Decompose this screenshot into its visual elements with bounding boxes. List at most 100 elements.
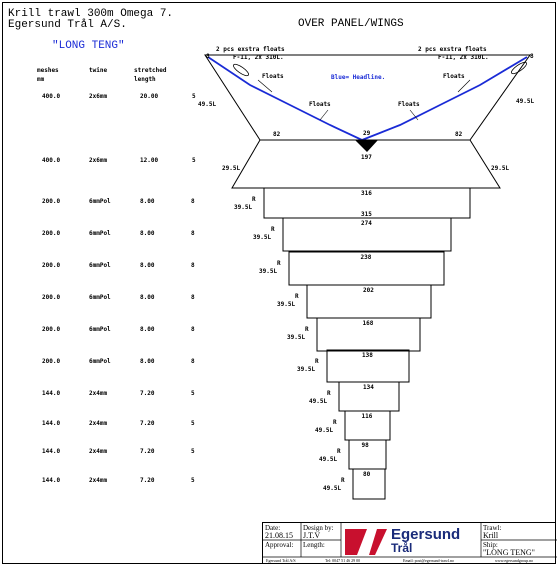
- section-top-count: 98: [361, 442, 369, 449]
- wing-right-count: 82: [455, 131, 463, 138]
- row-meshes: 200.0: [42, 358, 61, 365]
- section-r-label: R: [252, 196, 256, 203]
- tb-ship-value: "LONG TENG": [483, 548, 535, 557]
- row-twine: 2x4mm: [89, 420, 108, 427]
- wing-side-right: 49.5L: [516, 98, 535, 105]
- tb-approval-label: Approval:: [265, 541, 294, 549]
- row-count: 8: [191, 294, 195, 301]
- col-header-stretched: stretched: [134, 67, 167, 74]
- tb-ship-label: Ship:: [483, 541, 498, 549]
- row-length: 8.00: [140, 326, 155, 333]
- section-r-label: R: [277, 260, 281, 267]
- col-header-mm: mm: [37, 76, 45, 83]
- drawing-title-line2: Egersund Trål A/S.: [8, 19, 127, 31]
- row-meshes: 400.0: [42, 157, 61, 164]
- section-side-label: 49.5L: [315, 427, 334, 434]
- floats-label-2: Floats: [309, 101, 331, 108]
- row-meshes: 200.0: [42, 230, 61, 237]
- tb-footer-company: Egersund Trål A/S: [266, 558, 296, 563]
- lower-side-right: 29.5L: [491, 165, 510, 172]
- row-count: 5: [191, 420, 195, 427]
- section-r-label: R: [333, 419, 337, 426]
- section-top-count: 168: [362, 320, 374, 327]
- section-top-count: 80: [363, 471, 371, 478]
- row-twine: 6mmPol: [89, 262, 111, 269]
- section-top-count: 138: [362, 352, 373, 359]
- col-header-twine: twine: [89, 67, 108, 74]
- tb-footer-tel: Tel: 0047 51 46 29 00: [325, 558, 361, 563]
- section-side-label: 39.5L: [297, 366, 316, 373]
- lower-n-left: 5: [192, 157, 196, 164]
- drawing-title-line1: Krill trawl 300m Omega 7.: [8, 8, 174, 20]
- row-length: 8.00: [140, 230, 155, 237]
- row-length: 7.20: [140, 390, 155, 397]
- section-top-count: 202: [363, 287, 374, 294]
- lower-side-left: 29.5L: [222, 165, 241, 172]
- section-side-label: 49.5L: [319, 456, 338, 463]
- float-note-left-1: 2 pcs exstra floats: [216, 46, 285, 53]
- row-meshes: 200.0: [42, 198, 61, 205]
- row-count: 8: [191, 326, 195, 333]
- panel-title: OVER PANEL/WINGS: [298, 18, 404, 30]
- col-header-length: length: [134, 76, 156, 83]
- section-r-label: R: [315, 358, 319, 365]
- section-top-count: 274: [361, 220, 372, 227]
- section-top-count: 238: [360, 254, 372, 261]
- section-top-count: 316: [361, 190, 372, 197]
- section-bottom-count: 315: [361, 211, 372, 218]
- row-count: 8: [191, 198, 195, 205]
- tb-design-label: Design by:: [303, 524, 334, 532]
- float-note-right-2: F-11, 2x 310L.: [438, 54, 489, 61]
- row-length: 7.20: [140, 420, 155, 427]
- row-twine: 6mmPol: [89, 358, 111, 365]
- floats-label-4: Floats: [443, 73, 465, 80]
- section-r-label: R: [341, 477, 345, 484]
- row-length: 8.00: [140, 294, 155, 301]
- row-length: 12.00: [140, 157, 159, 164]
- row-length: 20.00: [140, 93, 159, 100]
- tb-footer-email: Email: post@egersund-trawl.no: [403, 558, 455, 563]
- wing-center-count: 29: [363, 130, 371, 137]
- wing-bottom-count: 197: [361, 154, 372, 161]
- row-count: 5: [191, 448, 195, 455]
- tb-trawl-value: Krill: [483, 531, 499, 540]
- tb-date-value: 21.08.15: [265, 531, 293, 540]
- section-top-count: 134: [363, 384, 374, 391]
- section-side-label: 39.5L: [259, 268, 278, 275]
- section-side-label: 39.5L: [253, 234, 272, 241]
- wing-top-left: 8: [206, 53, 210, 60]
- row-count: 5: [191, 390, 195, 397]
- section-r-label: R: [305, 326, 309, 333]
- tb-footer-web: www.egersundgroup.no: [495, 558, 534, 563]
- section-r-label: R: [271, 226, 275, 233]
- section-r-label: R: [337, 448, 341, 455]
- headline-note: Blue= Headline.: [331, 74, 386, 81]
- section-side-label: 49.5L: [309, 398, 328, 405]
- wing-side-left: 49.5L: [198, 101, 217, 108]
- section-top-count: 116: [361, 413, 373, 420]
- wing-top-right: 8: [530, 53, 534, 60]
- row-meshes: 144.0: [42, 477, 61, 484]
- wing-n-left: 5: [192, 93, 196, 100]
- row-twine: 2x6mm: [89, 157, 108, 164]
- wing-left-count: 82: [273, 131, 281, 138]
- float-note-left-2: F-11, 2x 310L.: [233, 54, 284, 61]
- row-twine: 2x4mm: [89, 390, 108, 397]
- title-block: Date: 21.08.15 Design by: J.T.V Approval…: [262, 522, 557, 564]
- col-header-meshes: meshes: [37, 67, 59, 74]
- ship-name: "LONG TENG": [52, 40, 125, 52]
- row-length: 7.20: [140, 477, 155, 484]
- row-meshes: 144.0: [42, 448, 61, 455]
- row-length: 8.00: [140, 262, 155, 269]
- tb-design-value: J.T.V: [303, 531, 321, 540]
- section-side-label: 39.5L: [287, 334, 306, 341]
- row-twine: 2x6mm: [89, 93, 108, 100]
- row-meshes: 144.0: [42, 420, 61, 427]
- floats-label-3: Floats: [398, 101, 420, 108]
- tb-trawl-label: Trawl:: [483, 524, 502, 532]
- row-twine: 6mmPol: [89, 326, 111, 333]
- tb-logo-line2: Trål: [391, 541, 413, 555]
- row-length: 8.00: [140, 358, 155, 365]
- float-note-right-1: 2 pcs exstra floats: [418, 46, 487, 53]
